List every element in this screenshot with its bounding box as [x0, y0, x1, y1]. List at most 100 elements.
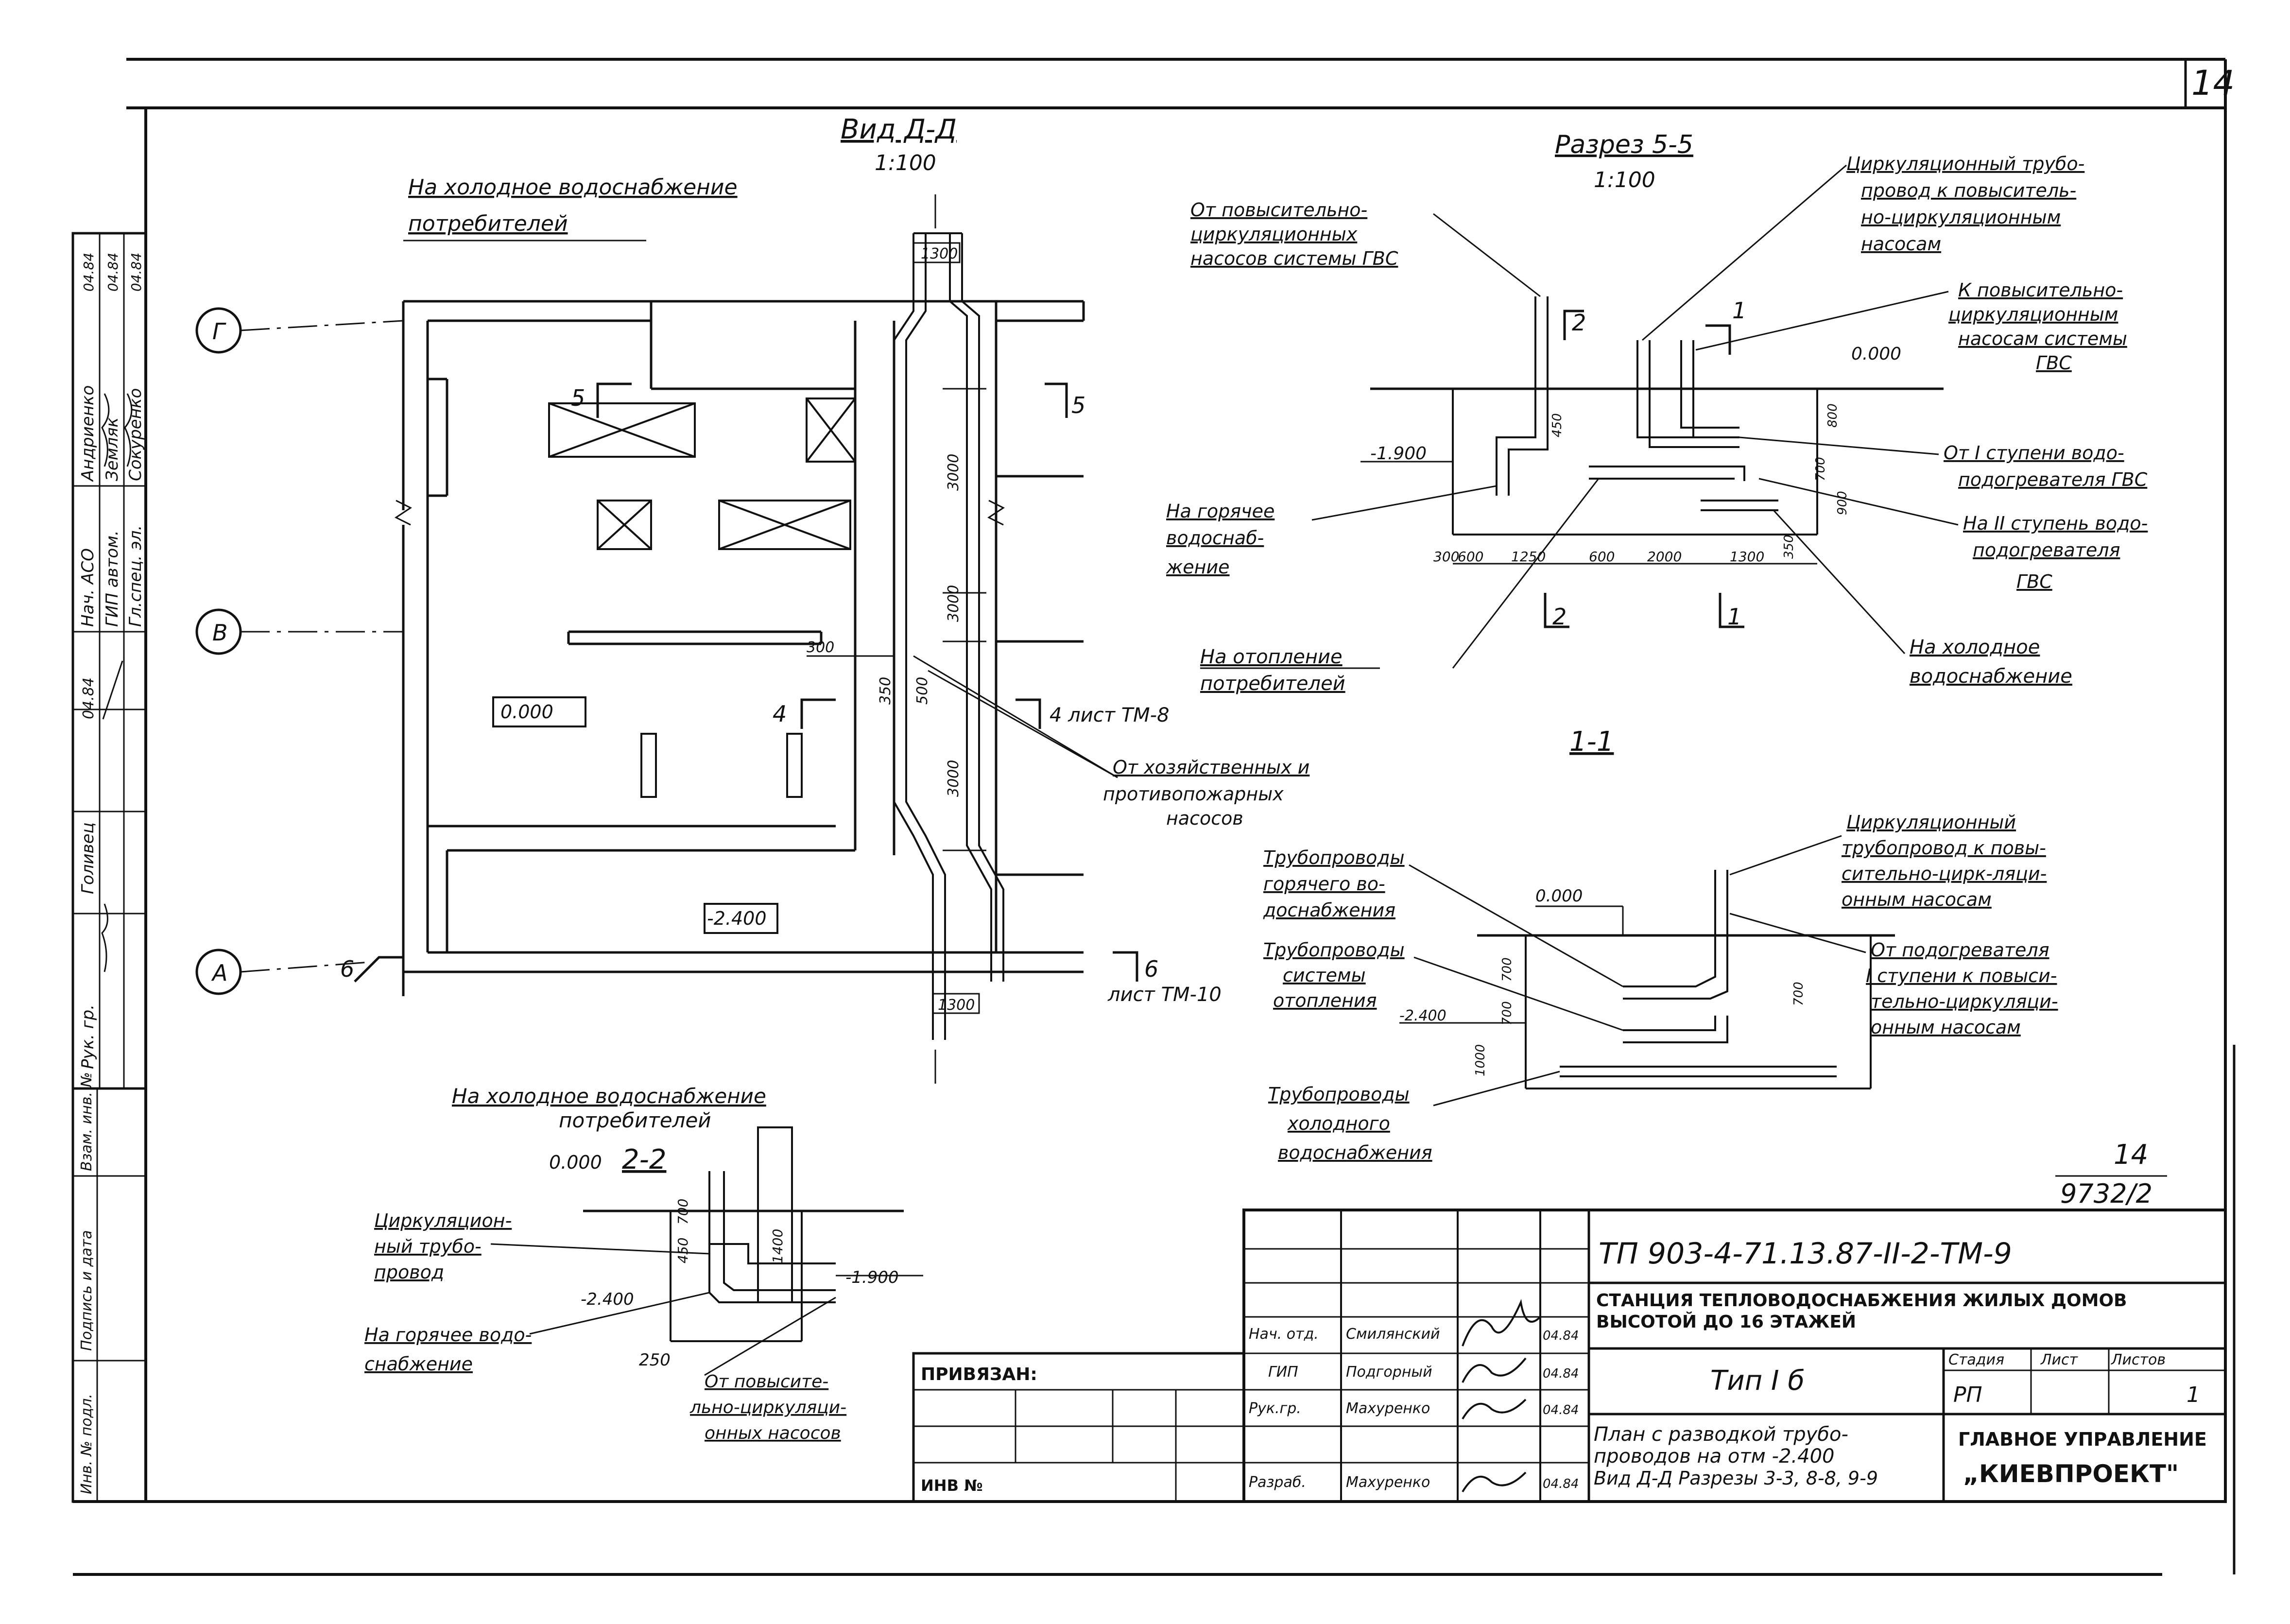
circ-pipe-3: но-циркуляционным — [1861, 207, 2061, 228]
section-55-dim: 450 — [1550, 413, 1565, 437]
signature-mark — [1462, 1357, 1527, 1383]
tb-date: 04.84 — [1543, 1477, 1579, 1491]
circ-pipe-1: Циркуляционный трубо- — [1846, 153, 2084, 174]
signature-mark — [124, 393, 133, 467]
from-heater-3: тельно-циркуляци- — [1871, 991, 2058, 1012]
heat-pipes-2: системы — [1283, 965, 1366, 986]
section-22: 2-2 0.000 -2.400 -1.900 450 700 1400 250… — [364, 1126, 923, 1443]
heating-1: На отопление — [1200, 646, 1343, 668]
section-55-level: 0.000 — [1851, 344, 1901, 364]
axis-label: Г — [212, 318, 226, 345]
circ-pipe-2: провод к повыситель- — [1861, 180, 2076, 201]
cut-label: лист ТМ-10 — [1107, 984, 1222, 1006]
from-boost-2: циркуляционных — [1190, 224, 1358, 245]
drawing-code: ТП 903-4-71.13.87-II-2-ТМ-9 — [1599, 1237, 2012, 1271]
source-label-3: насосов — [1166, 808, 1243, 829]
left-stamp — [71, 232, 147, 1503]
view-dd-dim: 3000 — [945, 760, 962, 797]
stamp-role: ГИП автом. — [103, 530, 122, 627]
section-11-dim: 1000 — [1473, 1044, 1488, 1076]
stamp-date: 04.84 — [81, 253, 97, 292]
tb-role: Разраб. — [1249, 1474, 1306, 1491]
section-11-dim: 700 — [1500, 957, 1515, 982]
to-boost-3: насосам системы — [1958, 328, 2127, 349]
view-dd-dim: 1300 — [938, 997, 975, 1014]
tb-date: 04.84 — [1543, 1366, 1579, 1381]
sheet-header: Лист — [2040, 1351, 2079, 1368]
left-stamp-text: Рук. гр. Голивец 04.84 Нач. АСО ГИП авто… — [78, 253, 145, 1494]
section-22-dim: 700 — [675, 1199, 691, 1225]
section-22-dim: 1400 — [770, 1229, 786, 1263]
sheet-ref-top: 14 — [2114, 1139, 2148, 1171]
hot-water-3: жение — [1166, 556, 1230, 578]
view-dd: Вид Д-Д 1:100 На холодное водоснабжение … — [195, 114, 1309, 1132]
section-22-hot-1: На горячее водо- — [364, 1324, 532, 1346]
to-stage2-3: ГВС — [2016, 571, 2052, 592]
tb-date: 04.84 — [1543, 1403, 1579, 1417]
hot-pipes-1: Трубопроводы — [1263, 847, 1405, 868]
to-boost-1: К повысительно- — [1958, 279, 2123, 301]
from-heater-2: I ступени к повыси- — [1866, 965, 2057, 986]
cold-water-2: водоснабжение — [1910, 665, 2072, 688]
section-55-level: -1.900 — [1370, 444, 1427, 464]
section-55-scale: 1:100 — [1594, 168, 1655, 192]
section-55-dim: 900 — [1835, 491, 1850, 515]
cut-label: 2 — [1572, 310, 1586, 336]
view-dd-bottom-label-2: потребителей — [559, 1108, 711, 1132]
section-22-circ-2: ный трубо- — [374, 1236, 482, 1257]
view-dd-dim: 350 — [877, 677, 894, 705]
type-label: Тип I б — [1710, 1365, 1805, 1397]
hot-water-1: На горячее — [1166, 501, 1274, 522]
sheet-ref-bottom: 9732/2 — [2060, 1178, 2152, 1209]
hot-pipes-3: доснабжения — [1263, 899, 1395, 921]
tb-role: Рук.гр. — [1249, 1400, 1301, 1417]
section-22-boost-3: онных насосов — [705, 1423, 841, 1443]
cut-label: 4 — [773, 701, 787, 727]
from-heater-1: От подогревателя — [1871, 939, 2049, 961]
section-22-dim: 250 — [639, 1350, 671, 1370]
view-dd-top-label-2: потребителей — [408, 211, 568, 236]
stage-value: РП — [1953, 1382, 1982, 1407]
from-boost-1: От повысительно- — [1190, 199, 1367, 221]
pipes-55 — [1496, 296, 1778, 511]
from-heater-4: онным насосам — [1871, 1017, 2021, 1038]
cut-label: 2 — [1552, 604, 1567, 630]
circ-11-1: Циркуляционный — [1846, 812, 2016, 833]
section-55-dim: 700 — [1813, 457, 1828, 481]
to-stage2-2: подогревателя — [1973, 539, 2120, 561]
tb-date: 04.84 — [1543, 1329, 1579, 1343]
from-stage1-2: подогревателя ГВС — [1958, 469, 2148, 490]
pipes-11 — [1560, 870, 1837, 1077]
tb-name: Смилянский — [1346, 1326, 1440, 1343]
heating-2: потребителей — [1200, 673, 1345, 695]
sheets-header: Листов — [2111, 1351, 2166, 1368]
signature-mark — [1462, 1399, 1527, 1420]
to-boost-2: циркуляционным — [1948, 304, 2118, 325]
section-22-boost-1: От повысите- — [705, 1372, 828, 1392]
stage-header: Стадия — [1948, 1351, 2004, 1368]
cut-label: 6 — [340, 956, 354, 982]
view-dd-level: -2.400 — [707, 908, 767, 929]
view-dd-level: 0.000 — [500, 701, 553, 723]
stamp-name: Сокуренко — [126, 388, 145, 481]
inv-label: ИНВ № — [921, 1476, 983, 1495]
view-dd-bottom-label-1: На холодное водоснабжение — [452, 1084, 766, 1108]
section-55-dim: 600 — [1589, 549, 1615, 565]
pipe-run — [893, 232, 1004, 1040]
cold-water-1: На холодное — [1910, 636, 2040, 658]
bound-label: ПРИВЯЗАН: — [921, 1365, 1037, 1384]
tb-name: Махуренко — [1346, 1400, 1430, 1417]
tb-role: Нач. отд. — [1249, 1326, 1319, 1343]
cut-label: 4 лист ТМ-8 — [1050, 704, 1170, 726]
section-22-level: -1.900 — [845, 1268, 899, 1287]
cut-label: 1 — [1732, 297, 1746, 324]
section-11: 1-1 0.000 -2.400 700 700 1000 700 Трубоп… — [1263, 726, 2058, 1163]
cold-pipes-1: Трубопроводы — [1268, 1084, 1410, 1105]
view-dd-dim: 1300 — [921, 245, 958, 262]
circ-pipe-4: насосам — [1861, 233, 1941, 255]
page-number: 14 — [2191, 63, 2235, 103]
section-11-level: 0.000 — [1535, 886, 1583, 906]
to-stage2-1: На II ступень водо- — [1963, 513, 2148, 534]
circ-11-3: сительно-цирк-ляци- — [1842, 863, 2047, 884]
